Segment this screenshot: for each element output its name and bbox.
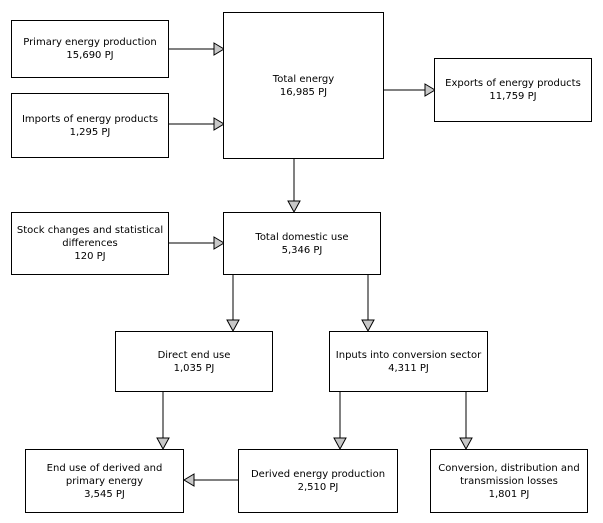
arrowhead-domestic-to-direct	[226, 319, 240, 333]
arrowhead-stock-to-domestic	[213, 236, 225, 250]
node-label: Total domestic use	[255, 231, 349, 243]
node-value: 1,035 PJ	[173, 362, 215, 374]
arrowhead-primary-to-total	[213, 42, 225, 56]
arrowhead-inputs-to-losses	[459, 437, 473, 451]
node-value: 5,346 PJ	[281, 244, 323, 256]
node-conversion-distribution-transmission-losses[interactable]: Conversion, distribution and transmissio…	[430, 449, 588, 513]
arrowhead-direct-to-enduse	[156, 437, 170, 451]
node-label: Exports of energy products	[445, 78, 581, 89]
node-end-use-of-derived-and-primary-energy[interactable]: End use of derived and primary energy 3,…	[25, 449, 184, 513]
node-label: Primary energy production	[23, 37, 157, 48]
node-label: End use of derived and primary energy	[46, 462, 163, 487]
node-value: 3,545 PJ	[84, 488, 125, 500]
node-imports-of-energy-products[interactable]: Imports of energy products 1,295 PJ	[11, 93, 169, 158]
node-value: 15,690 PJ	[66, 50, 114, 61]
node-value: 1,801 PJ	[488, 488, 530, 500]
arrowhead-inputs-to-derived	[333, 437, 347, 451]
arrowhead-total-to-exports	[424, 83, 436, 97]
arrowhead-domestic-to-inputs	[361, 319, 375, 333]
arrowhead-total-to-domestic	[287, 200, 301, 214]
node-value: 120 PJ	[74, 251, 106, 262]
node-primary-energy-production[interactable]: Primary energy production 15,690 PJ	[11, 20, 169, 78]
node-value: 11,759 PJ	[489, 91, 537, 102]
node-exports-of-energy-products[interactable]: Exports of energy products 11,759 PJ	[434, 58, 592, 122]
node-derived-energy-production[interactable]: Derived energy production 2,510 PJ	[238, 449, 398, 513]
node-value: 16,985 PJ	[279, 86, 328, 98]
node-value: 2,510 PJ	[297, 482, 339, 493]
node-total-energy[interactable]: Total energy 16,985 PJ	[223, 12, 384, 159]
node-value: 4,311 PJ	[388, 362, 429, 374]
node-label: Inputs into conversion sector	[335, 349, 482, 361]
node-inputs-into-conversion-sector[interactable]: Inputs into conversion sector 4,311 PJ	[329, 331, 488, 392]
node-label: Imports of energy products	[21, 113, 159, 125]
node-value: 1,295 PJ	[69, 126, 111, 138]
node-label: Derived energy production	[250, 469, 386, 480]
node-label: Stock changes and statistical difference…	[16, 225, 164, 249]
node-stock-changes[interactable]: Stock changes and statistical difference…	[11, 212, 169, 275]
node-direct-end-use[interactable]: Direct end use 1,035 PJ	[115, 331, 273, 392]
node-label: Direct end use	[157, 349, 231, 361]
node-total-domestic-use[interactable]: Total domestic use 5,346 PJ	[223, 212, 381, 275]
arrowhead-derived-to-enduse	[183, 473, 195, 487]
node-label: Total energy	[272, 73, 335, 85]
arrowhead-imports-to-total	[213, 117, 225, 131]
node-label: Conversion, distribution and transmissio…	[438, 462, 580, 487]
